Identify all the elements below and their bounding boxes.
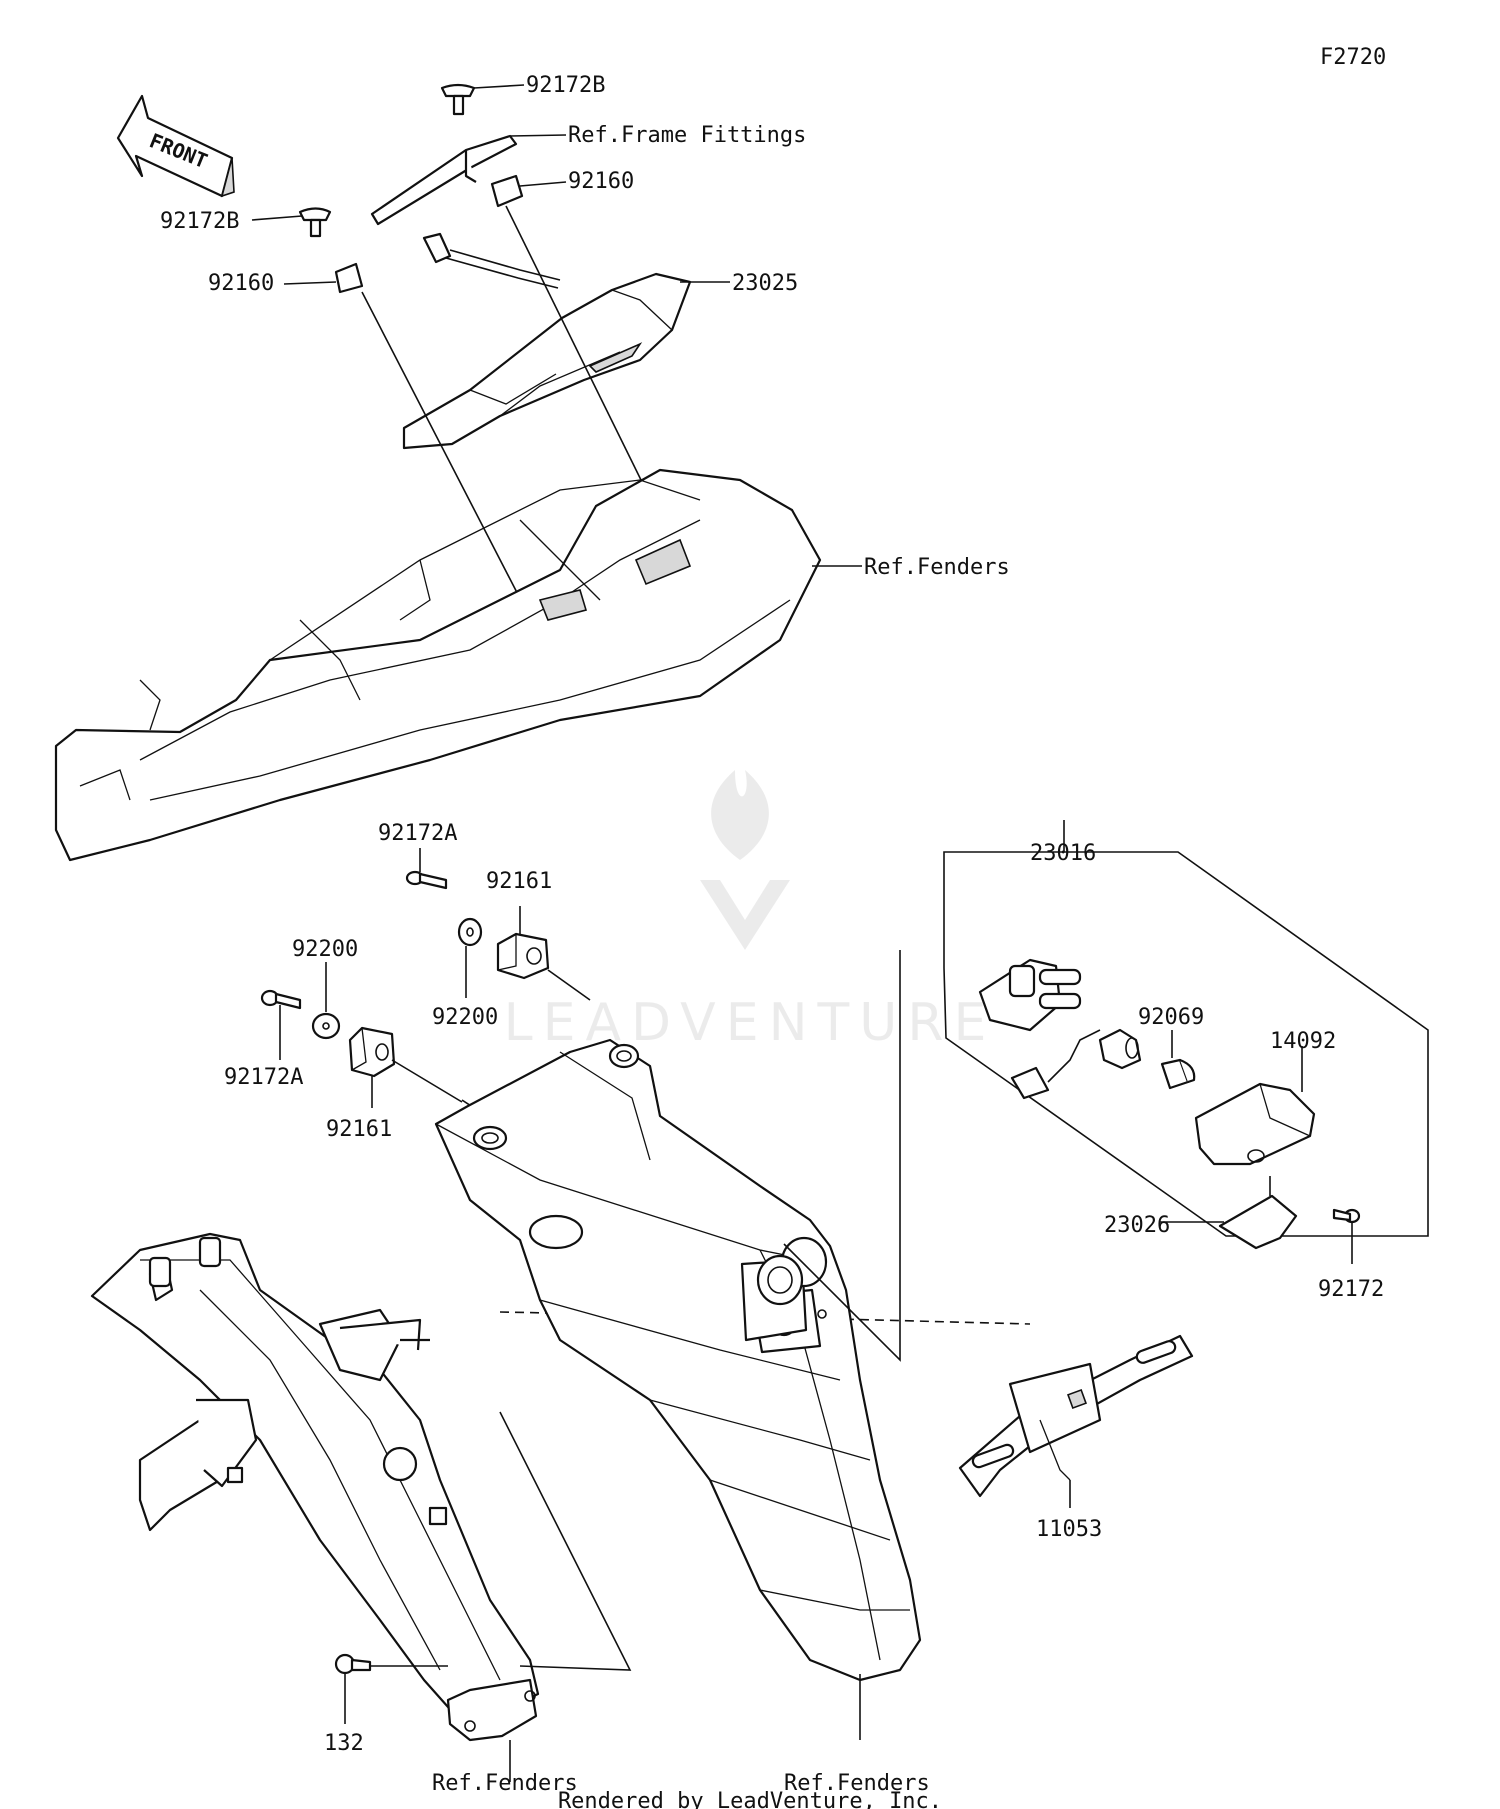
watermark-text: LEADVENTURE <box>504 993 997 1053</box>
wire-socket <box>1010 1028 1142 1100</box>
label-92172a-left: 92172A <box>224 1065 303 1090</box>
label-ref-fenders-upper: Ref.Fenders <box>864 555 1010 580</box>
frame-fitting-bracket <box>370 134 518 226</box>
label-ref-fenders-bottom-left: Ref.Fenders <box>432 1771 578 1796</box>
fender-stay-left <box>90 1232 540 1742</box>
label-ref-frame-fittings: Ref.Frame Fittings <box>568 123 806 148</box>
label-23016: 23016 <box>1030 841 1096 866</box>
bolt-92172b-left <box>298 207 332 238</box>
footer-credit: Rendered by LeadVenture, Inc. <box>558 1789 942 1809</box>
washer-92200-mid <box>457 917 483 947</box>
bolt-92172a-top <box>405 870 448 890</box>
turn-signal-callout-box <box>783 820 1429 1362</box>
label-11053: 11053 <box>1036 1517 1102 1542</box>
figure-code: F2720 <box>1320 45 1386 70</box>
rear-fender-center <box>434 1038 922 1682</box>
tail-light-23025 <box>402 232 692 450</box>
label-92172b-left: 92172B <box>160 209 239 234</box>
leadventure-watermark: LEADVENTURE <box>504 770 997 1053</box>
label-92160-right: 92160 <box>568 169 634 194</box>
bolt-92172b-top <box>440 83 476 116</box>
label-132: 132 <box>324 1731 364 1756</box>
reflector-23026 <box>1218 1194 1298 1250</box>
label-92172b-top: 92172B <box>526 73 605 98</box>
signal-base-23016 <box>978 958 1082 1032</box>
label-92161-lower: 92161 <box>326 1117 392 1142</box>
label-14092: 14092 <box>1270 1029 1336 1054</box>
label-92160-left: 92160 <box>208 271 274 296</box>
label-92200-left: 92200 <box>292 937 358 962</box>
license-bracket-11053 <box>958 1334 1194 1498</box>
label-92172: 92172 <box>1318 1277 1384 1302</box>
rear-cowl-fender <box>54 468 822 862</box>
bulb-92069 <box>1160 1058 1196 1090</box>
front-arrow-icon: FRONT <box>116 94 235 198</box>
washer-92200-left <box>311 1012 341 1040</box>
label-23026: 23026 <box>1104 1213 1170 1238</box>
label-92172a-top: 92172A <box>378 821 457 846</box>
label-23025: 23025 <box>732 271 798 296</box>
label-92069: 92069 <box>1138 1005 1204 1030</box>
bolt-132 <box>334 1653 372 1675</box>
grommet-92160-right <box>490 174 524 208</box>
lens-14092 <box>1194 1082 1316 1166</box>
rubber-92161-top <box>496 932 550 980</box>
grommet-92160-left <box>334 262 364 294</box>
bolt-92172a-left <box>260 989 302 1010</box>
screw-92172 <box>1332 1208 1361 1224</box>
rubber-92161-lower <box>348 1026 396 1078</box>
label-92200-mid: 92200 <box>432 1005 498 1030</box>
label-92161-top: 92161 <box>486 869 552 894</box>
label-ref-fenders-bottom-right: Ref.Fenders <box>784 1771 930 1796</box>
